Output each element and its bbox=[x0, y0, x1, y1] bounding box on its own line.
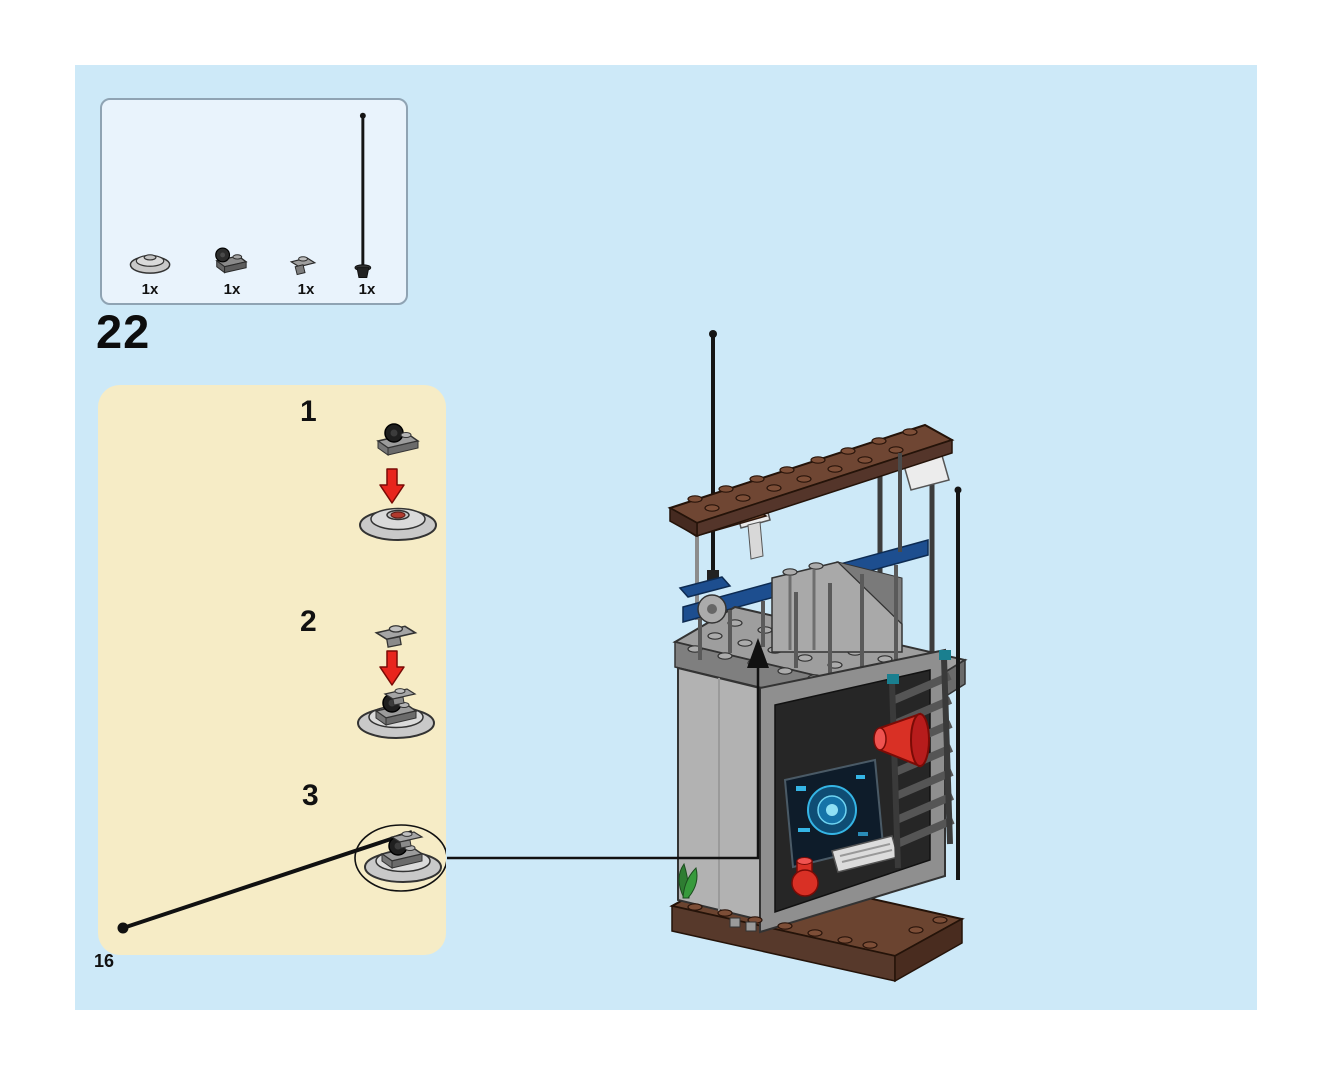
model-red-pipe bbox=[791, 857, 819, 897]
model-antenna-left bbox=[707, 330, 719, 584]
part-count-4: 1x bbox=[358, 281, 376, 298]
page-number: 16 bbox=[94, 951, 115, 971]
radar-dish-icon bbox=[129, 254, 171, 274]
substep-2-illustration bbox=[357, 625, 435, 739]
model-roof bbox=[667, 423, 955, 538]
model-plant bbox=[678, 862, 698, 899]
substeps-panel: 1 2 3 bbox=[98, 385, 446, 955]
part-count-2: 1x bbox=[223, 281, 241, 298]
substep-1-number: 1 bbox=[300, 395, 317, 428]
part-count-3: 1x bbox=[297, 281, 315, 298]
substep-3-number: 3 bbox=[302, 779, 319, 812]
parts-illustrations bbox=[129, 112, 372, 278]
substeps-illustrations bbox=[117, 423, 446, 934]
model-red-barrel bbox=[873, 712, 930, 768]
model-illustration bbox=[667, 330, 968, 983]
substep-1-illustration bbox=[359, 423, 437, 541]
model-railings bbox=[698, 453, 902, 675]
part-count-1: 1x bbox=[141, 281, 159, 298]
callout-arrow-icon bbox=[747, 638, 769, 668]
model-screen bbox=[783, 758, 885, 869]
substep-2-number: 2 bbox=[300, 605, 317, 638]
model-base-clips bbox=[729, 917, 757, 932]
model-console bbox=[831, 835, 899, 873]
down-arrow-icon bbox=[379, 468, 405, 504]
antenna-whip-icon bbox=[354, 112, 372, 278]
wheel-holder-plate-icon bbox=[215, 247, 248, 274]
callout bbox=[447, 638, 769, 860]
step-number-heading: 22 bbox=[96, 305, 151, 358]
model-antenna-right bbox=[954, 486, 962, 880]
parts-callout-box: 1x 1x 1x 1x bbox=[100, 98, 408, 305]
substep-3-illustration bbox=[117, 824, 446, 934]
antenna-rod bbox=[117, 830, 413, 934]
callout-line bbox=[447, 668, 760, 860]
down-arrow-icon bbox=[379, 650, 405, 686]
clip-plate-icon bbox=[289, 256, 317, 276]
model-truss bbox=[771, 561, 903, 653]
model-turntable bbox=[697, 594, 727, 624]
manual-page: 1x 1x 1x 1x 22 1 2 3 bbox=[75, 65, 1257, 1010]
callout-circle bbox=[354, 824, 446, 892]
